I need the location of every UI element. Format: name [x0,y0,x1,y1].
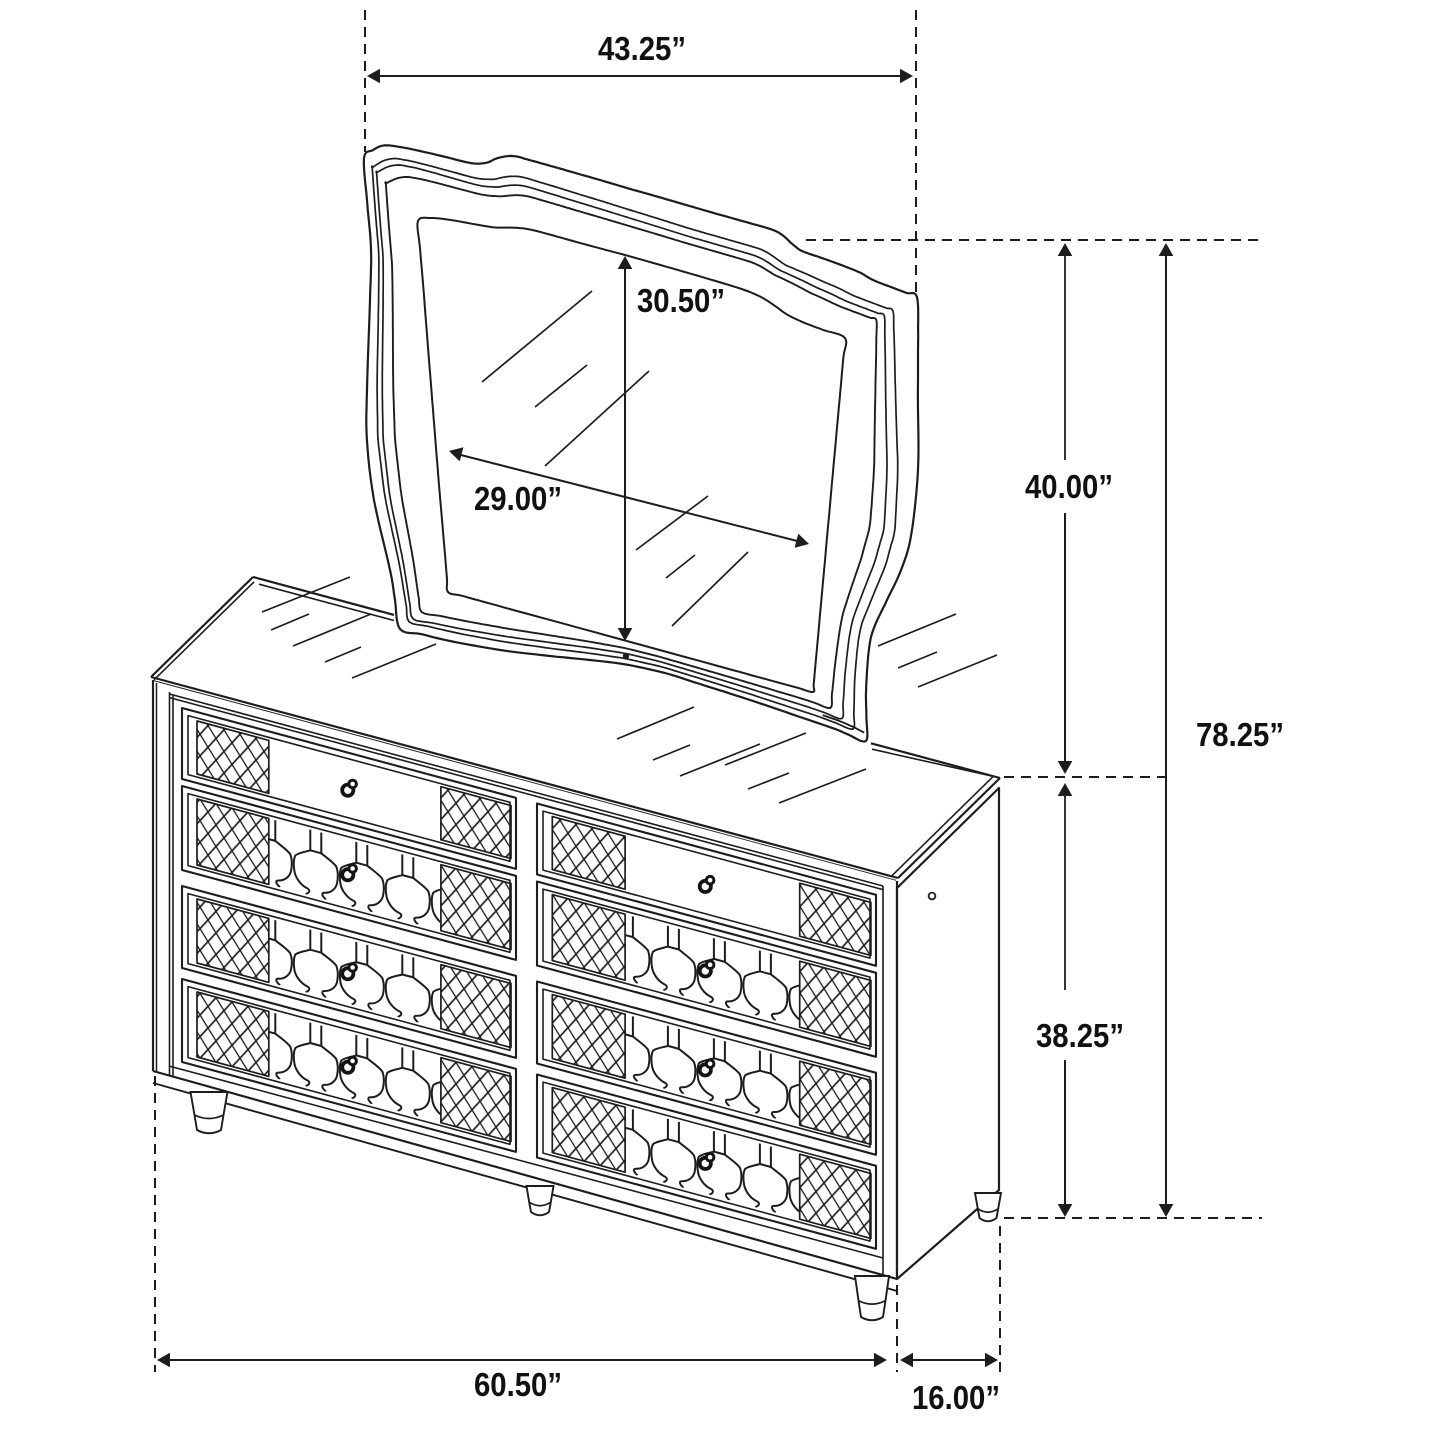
svg-text:29.00”: 29.00” [474,481,562,518]
svg-text:40.00”: 40.00” [1025,469,1113,506]
svg-text:78.25”: 78.25” [1196,717,1284,754]
svg-text:30.50”: 30.50” [637,283,725,320]
svg-text:38.25”: 38.25” [1036,1018,1124,1055]
svg-text:43.25”: 43.25” [598,31,686,68]
svg-text:60.50”: 60.50” [474,1367,562,1404]
svg-text:16.00”: 16.00” [912,1380,1000,1417]
